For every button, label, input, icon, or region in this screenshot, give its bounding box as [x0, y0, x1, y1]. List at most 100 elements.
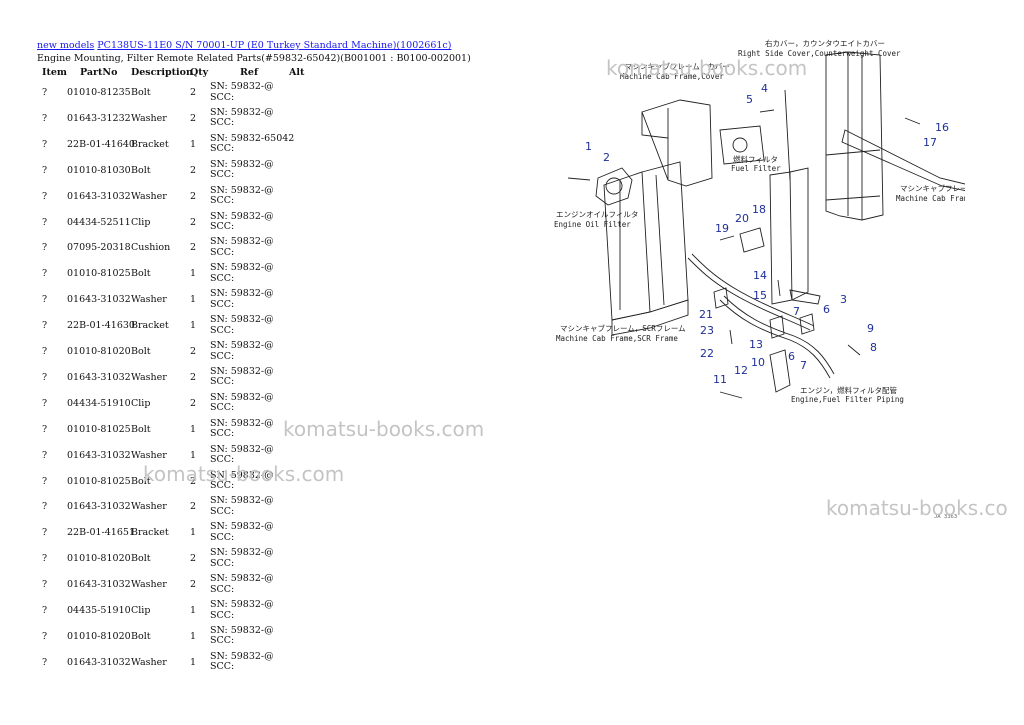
cell-ref: SN: 59832-@SCC: — [210, 444, 274, 466]
cell-partno: 01010-81020 — [67, 630, 131, 642]
callout-number: 7 — [793, 305, 800, 318]
callout-number: 1 — [585, 140, 592, 153]
cell-qty: 2 — [190, 242, 197, 254]
cell-qty: 1 — [190, 656, 197, 668]
breadcrumb-model-link[interactable]: PC138US-11E0 S/N 70001-UP (E0 Turkey Sta… — [97, 40, 452, 51]
callout-number: 10 — [751, 356, 765, 369]
cell-ref-scc: SCC: — [210, 583, 235, 595]
cell-qty: 1 — [190, 527, 197, 539]
cell-ref-scc: SCC: — [210, 221, 235, 232]
cell-ref-scc: SCC: — [210, 195, 235, 207]
callout-number: 19 — [715, 222, 729, 235]
cell-qty: 1 — [190, 138, 197, 150]
callout-number: 23 — [700, 324, 714, 337]
cell-qty: 1 — [190, 449, 197, 461]
cell-ref: SN: 59832-@SCC: — [210, 470, 274, 492]
callout-number: 3 — [840, 293, 847, 306]
callout-number: 9 — [867, 322, 874, 335]
cell-ref-scc: SCC: — [210, 117, 235, 129]
cell-item: ? — [42, 346, 48, 357]
breadcrumb-home-link[interactable]: new models — [37, 40, 95, 51]
cell-ref: SN: 59832-@SCC: — [210, 650, 274, 673]
cell-ref-scc: SCC: — [210, 402, 235, 414]
cell-description: Bracket — [131, 138, 169, 150]
label-right-cover-jp: 右カバー，カウンタウエイトカバー — [765, 38, 885, 48]
cell-ref-sn: SN: 59832-@ — [210, 81, 274, 92]
cell-qty: 2 — [190, 475, 197, 487]
label-fuel-filter-en: Fuel Filter — [731, 164, 781, 173]
header-qty: Qty — [190, 67, 209, 78]
header-item: Item — [42, 67, 67, 78]
cell-ref-sn: SN: 59832-@ — [210, 624, 274, 636]
cell-ref-sn: SN: 59832-65042 — [210, 132, 295, 144]
cell-item: ? — [42, 242, 48, 254]
cell-ref: SN: 59832-@SCC: — [210, 391, 274, 414]
cell-description: Washer — [131, 294, 167, 306]
figure-code: JA 3363 — [934, 514, 957, 520]
cell-description: Bracket — [131, 527, 169, 539]
cell-ref-scc: SCC: — [210, 428, 235, 440]
cell-description: Bolt — [131, 164, 151, 176]
cell-description: Washer — [131, 501, 167, 513]
cell-ref: SN: 59832-@SCC: — [210, 185, 274, 207]
cell-ref-scc: SCC: — [210, 557, 235, 569]
cell-description: Washer — [131, 449, 167, 461]
cell-ref-sn: SN: 59832-@ — [210, 521, 274, 533]
cell-ref: SN: 59832-@SCC: — [210, 574, 274, 595]
cell-partno: 01643-31032 — [67, 656, 131, 668]
cell-description: Washer — [131, 371, 167, 383]
cell-item: ? — [42, 320, 48, 332]
cell-ref: SN: 59832-@SCC: — [210, 315, 274, 336]
cell-qty: 2 — [190, 216, 197, 228]
cell-partno: 01643-31032 — [67, 501, 131, 513]
callout-number: 18 — [752, 203, 766, 216]
cell-ref-sn: SN: 59832-@ — [210, 391, 274, 403]
cell-item: ? — [42, 449, 48, 461]
cell-qty: 1 — [190, 630, 197, 642]
callout-number: 11 — [713, 373, 727, 386]
cell-qty: 1 — [190, 605, 197, 616]
cell-partno: 01010-81025 — [67, 268, 131, 280]
cell-ref-sn: SN: 59832-@ — [210, 573, 274, 585]
cell-item: ? — [42, 579, 48, 591]
cell-qty: 2 — [190, 501, 197, 513]
callout-number: 2 — [603, 151, 610, 164]
cell-description: Clip — [131, 216, 151, 228]
cell-ref: SN: 59832-@SCC: — [210, 340, 274, 362]
cell-description: Bracket — [131, 320, 169, 332]
cell-qty: 2 — [190, 371, 197, 383]
cell-description: Bolt — [131, 630, 151, 642]
cell-qty: 1 — [190, 294, 197, 306]
cell-ref-sn: SN: 59832-@ — [210, 495, 274, 507]
cell-partno: 04434-51910 — [67, 397, 131, 409]
cell-ref: SN: 59832-@SCC: — [210, 624, 274, 647]
cell-item: ? — [42, 501, 48, 513]
header-partno: PartNo — [80, 67, 118, 78]
cell-description: Washer — [131, 656, 167, 668]
cell-ref: SN: 59832-@SCC: — [210, 237, 274, 258]
cell-ref-scc: SCC: — [210, 246, 235, 258]
callout-number: 6 — [823, 303, 830, 316]
cell-ref: SN: 59832-@SCC: — [210, 263, 274, 284]
callout-number: 21 — [699, 308, 713, 321]
cell-partno: 01643-31032 — [67, 294, 131, 306]
cell-ref-sn: SN: 59832-@ — [210, 599, 274, 610]
cell-item: ? — [42, 656, 48, 668]
cell-qty: 2 — [190, 346, 197, 357]
callout-number: 13 — [749, 338, 763, 351]
cell-description: Bolt — [131, 423, 151, 435]
cell-description: Bolt — [131, 268, 151, 280]
cell-ref-sn: SN: 59832-@ — [210, 650, 274, 662]
label-fuel-filter-jp: 燃料フィルタ — [733, 154, 778, 164]
